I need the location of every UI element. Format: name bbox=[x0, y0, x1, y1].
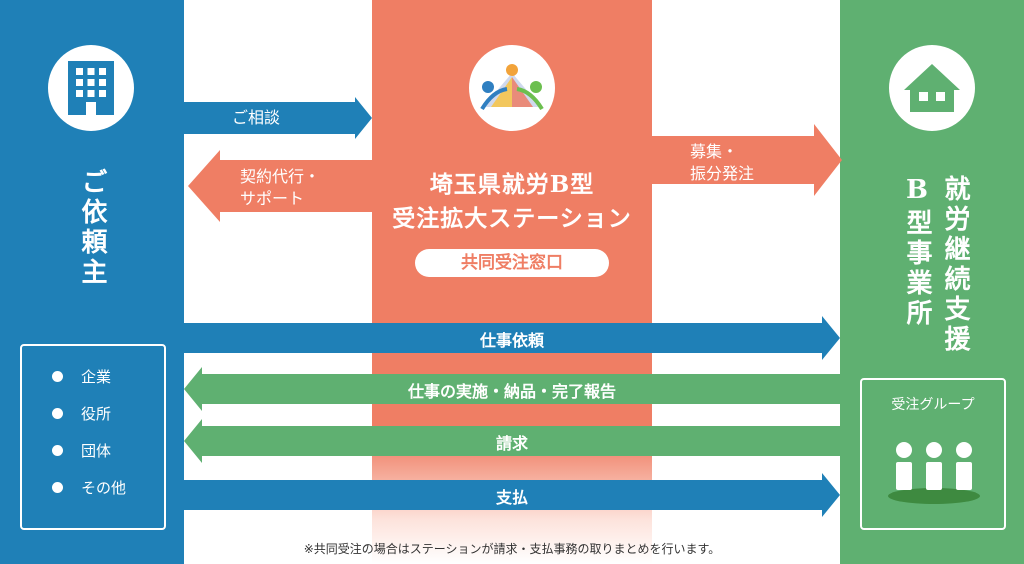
client-type-item: その他 bbox=[52, 469, 164, 506]
client-type-item: 企業 bbox=[52, 358, 164, 395]
order-group-label: 受注グループ bbox=[891, 397, 975, 413]
work-report-arrow bbox=[184, 367, 840, 411]
bullet-icon bbox=[52, 371, 63, 382]
consult-label: ご相談 bbox=[232, 108, 281, 127]
provider-icon-circle bbox=[889, 45, 975, 131]
station-logo-icon bbox=[480, 64, 544, 111]
station-title-line1: 埼玉県就労B型 bbox=[429, 171, 595, 198]
work-request-arrow bbox=[184, 316, 840, 360]
contract-support-arrow bbox=[188, 150, 372, 222]
client-types-box: 企業 役所 団体 その他 bbox=[20, 344, 166, 530]
client-type-item: 団体 bbox=[52, 432, 164, 469]
payment-label: 支払 bbox=[495, 488, 528, 507]
people-group-icon bbox=[888, 442, 980, 504]
client-icon-circle bbox=[48, 45, 134, 131]
work-report-label: 仕事の実施・納品・完了報告 bbox=[407, 382, 616, 401]
contract-support-label: 契約代行・ サポート bbox=[240, 167, 321, 208]
bullet-icon bbox=[52, 445, 63, 456]
footnote: ※共同受注の場合はステーションが請求・支払事務の取りまとめを行います。 bbox=[303, 542, 721, 556]
client-title: ご依頼主 bbox=[77, 168, 107, 288]
recruit-label: 募集・ 振分発注 bbox=[690, 142, 755, 183]
invoice-arrow bbox=[184, 419, 840, 463]
bullet-icon bbox=[52, 408, 63, 419]
provider-title: 就労継続支援 B型事業所 bbox=[896, 175, 976, 355]
recruit-arrow bbox=[652, 124, 842, 196]
consult-arrow bbox=[184, 97, 372, 139]
station-logo-circle bbox=[469, 45, 555, 131]
order-group-box: 受注グループ bbox=[860, 378, 1006, 530]
bullet-icon bbox=[52, 482, 63, 493]
payment-arrow bbox=[184, 473, 840, 517]
invoice-label: 請求 bbox=[495, 434, 528, 453]
provider-title-col2: B型事業所 bbox=[902, 175, 932, 329]
station-title: 埼玉県就労B型 受注拡大ステーション bbox=[372, 168, 652, 236]
provider-title-col1: 就労継続支援 bbox=[940, 175, 970, 355]
client-type-item: 役所 bbox=[52, 395, 164, 432]
work-request-label: 仕事依頼 bbox=[479, 331, 544, 350]
building-icon bbox=[68, 61, 114, 115]
house-icon bbox=[904, 64, 960, 112]
joint-order-badge: 共同受注窓口 bbox=[415, 249, 609, 277]
station-title-line2: 受注拡大ステーション bbox=[392, 205, 632, 232]
